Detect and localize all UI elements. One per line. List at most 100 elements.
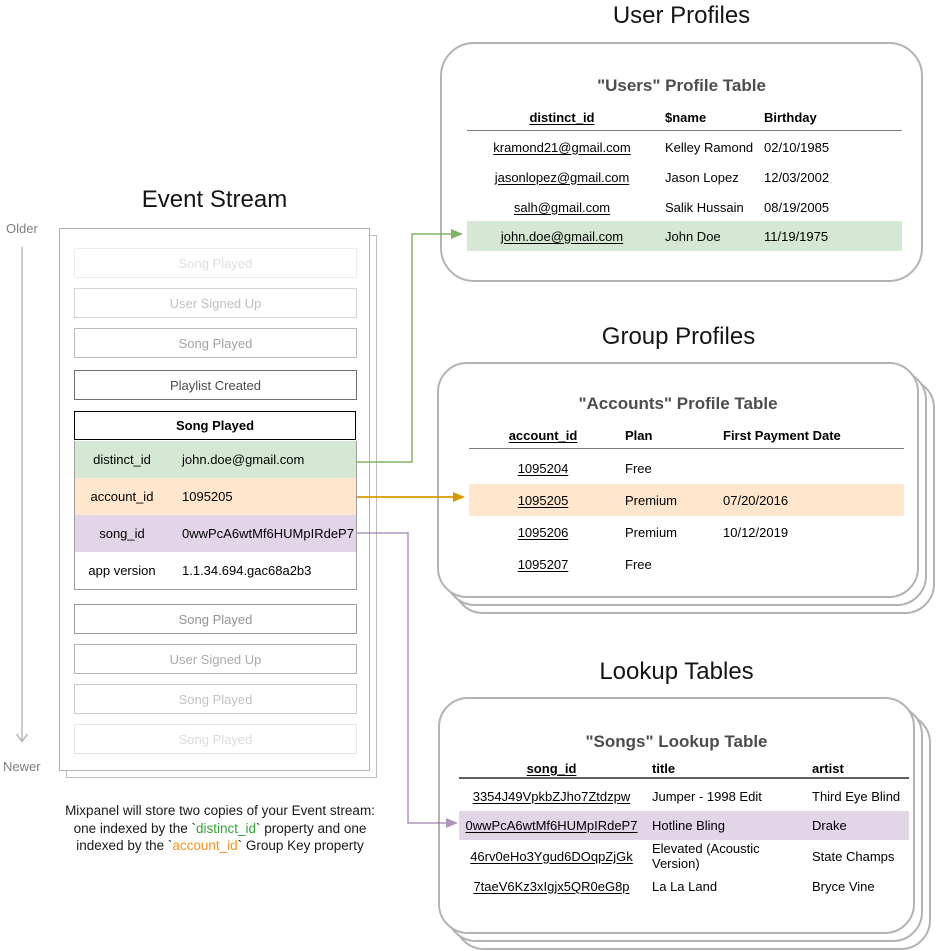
cell-artist: Drake <box>812 818 847 833</box>
event-box: Song Played <box>74 724 357 754</box>
property-row-app-version: app version 1.1.34.694.gac68a2b3 <box>75 552 356 589</box>
user-profiles-title: User Profiles <box>612 2 751 29</box>
event-box: Song Played <box>74 604 357 634</box>
column-header-name: $name <box>665 109 707 125</box>
event-box: Song Played <box>74 248 357 278</box>
cell-plan: Free <box>625 556 652 572</box>
users-profile-card: "Users" Profile Table distinct_id $name … <box>440 42 923 282</box>
event-label: Song Played <box>178 691 253 707</box>
table-row: 7taeV6Kz3xIgjx5QR0eG8p La La Land Bryce … <box>459 871 909 901</box>
column-header-distinct-id: distinct_id <box>529 109 595 125</box>
table-row: 1095206 Premium 10/12/2019 <box>469 516 904 548</box>
cell-account-id: 1095204 <box>517 460 569 476</box>
accounts-table-header: account_id Plan First Payment Date <box>469 424 904 446</box>
lookup-tables-title: Lookup Tables <box>599 658 754 685</box>
cell-distinct-id: jasonlopez@gmail.com <box>494 169 630 185</box>
cell-distinct-id: salh@gmail.com <box>513 199 611 215</box>
event-stream-title: Event Stream <box>141 186 288 213</box>
table-row: 46rv0eHo3Ygud6DOqpZjGk Elevated (Acousti… <box>459 841 909 871</box>
cell-name: Kelley Ramond <box>665 139 754 155</box>
cell-plan: Free <box>625 460 652 476</box>
column-header-song-id: song_id <box>526 760 577 776</box>
header-divider <box>467 130 902 131</box>
table-row: jasonlopez@gmail.com Jason Lopez 12/03/2… <box>467 162 902 192</box>
table-row-highlighted: 0wwPcA6wtMf6HUMpIRdeP7 Hotline Bling Dra… <box>459 811 909 840</box>
property-key: distinct_id <box>93 452 151 467</box>
table-row-highlighted: 1095205 Premium 07/20/2016 <box>469 484 904 516</box>
event-label: User Signed Up <box>169 295 262 311</box>
cell-title: Jumper - 1998 Edit <box>652 788 762 804</box>
newer-label: Newer <box>3 759 41 774</box>
cell-song-id: 0wwPcA6wtMf6HUMpIRdeP7 <box>465 818 638 833</box>
table-row: salh@gmail.com Salik Hussain 08/19/2005 <box>467 192 902 222</box>
cell-title: Elevated (Acoustic Version) <box>652 841 760 871</box>
cell-account-id: 1095207 <box>517 556 569 572</box>
cell-name: Salik Hussain <box>665 199 744 215</box>
table-row: kramond21@gmail.com Kelley Ramond 02/10/… <box>467 132 902 162</box>
column-header-birthday: Birthday <box>764 109 817 125</box>
cell-name: John Doe <box>665 228 721 244</box>
users-table-header: distinct_id $name Birthday <box>467 106 902 128</box>
event-box: Playlist Created <box>74 370 357 400</box>
event-detail-header: Song Played <box>74 411 356 440</box>
table-row: 3354J49VpkbZJho7Ztdzpw Jumper - 1998 Edi… <box>459 781 909 811</box>
cell-song-id: 7taeV6Kz3xIgjx5QR0eG8p <box>473 878 630 894</box>
cell-birthday: 12/03/2002 <box>764 169 830 185</box>
caption-distinct-id: distinct_id <box>195 820 257 836</box>
event-label: Song Played <box>178 731 253 747</box>
property-key: app version <box>88 563 156 578</box>
event-box: Song Played <box>74 684 357 714</box>
header-divider <box>469 448 904 449</box>
cell-name: Jason Lopez <box>665 169 739 185</box>
songs-table-header: song_id title artist <box>459 757 909 779</box>
event-label: Playlist Created <box>169 377 262 393</box>
property-row-account-id: account_id 1095205 <box>75 478 356 515</box>
event-box: User Signed Up <box>74 644 357 674</box>
event-box: User Signed Up <box>74 288 357 318</box>
cell-birthday: 02/10/1985 <box>764 139 830 155</box>
event-label: Song Played <box>178 255 253 271</box>
older-label: Older <box>6 221 38 236</box>
accounts-profile-card: "Accounts" Profile Table account_id Plan… <box>437 362 919 598</box>
property-key: account_id <box>90 489 154 504</box>
cell-first-payment-date: 07/20/2016 <box>723 492 789 508</box>
column-header-first-payment-date: First Payment Date <box>723 427 841 443</box>
event-detail-properties: distinct_id john.doe@gmail.com account_i… <box>74 441 357 590</box>
column-header-artist: artist <box>812 760 844 776</box>
users-table-title: "Users" Profile Table <box>597 76 766 95</box>
column-header-plan: Plan <box>625 427 653 443</box>
property-row-distinct-id: distinct_id john.doe@gmail.com <box>75 441 356 478</box>
caption-line3-pre: indexed by the ` <box>76 838 173 853</box>
caption-line1: Mixpanel will store two copies of your E… <box>65 803 375 818</box>
cell-title: La La Land <box>652 878 718 894</box>
cell-account-id: 1095205 <box>517 492 569 508</box>
header-divider <box>459 777 909 779</box>
cell-title: Hotline Bling <box>652 818 725 833</box>
cell-artist: State Champs <box>812 848 895 864</box>
table-row: 1095204 Free <box>469 452 904 484</box>
cell-distinct-id: kramond21@gmail.com <box>493 139 631 155</box>
property-key: song_id <box>99 526 145 541</box>
event-label: User Signed Up <box>169 651 262 667</box>
cell-song-id: 3354J49VpkbZJho7Ztdzpw <box>472 788 631 804</box>
caption-line2-pre: one indexed by the ` <box>73 820 196 836</box>
group-profiles-title: Group Profiles <box>601 323 756 350</box>
event-label: Song Played <box>178 335 253 351</box>
footnote-caption: Mixpanel will store two copies of your E… <box>20 802 420 855</box>
caption-account-id: account_id <box>172 838 238 853</box>
cell-plan: Premium <box>625 492 678 508</box>
column-header-title: title <box>652 760 676 776</box>
table-row: 1095207 Free <box>469 548 904 580</box>
timeline-arrow <box>15 247 29 743</box>
table-row-highlighted: john.doe@gmail.com John Doe 11/19/1975 <box>467 221 902 251</box>
songs-lookup-card: "Songs" Lookup Table song_id title artis… <box>438 697 915 934</box>
column-header-account-id: account_id <box>508 427 578 443</box>
cell-song-id: 46rv0eHo3Ygud6DOqpZjGk <box>470 848 633 864</box>
caption-line3-post: ` Group Key property <box>237 838 364 853</box>
cell-birthday: 08/19/2005 <box>764 199 830 215</box>
cell-account-id: 1095206 <box>517 524 569 540</box>
property-value: 1095205 <box>182 489 233 504</box>
cell-artist: Third Eye Blind <box>812 788 901 804</box>
cell-plan: Premium <box>625 524 678 540</box>
